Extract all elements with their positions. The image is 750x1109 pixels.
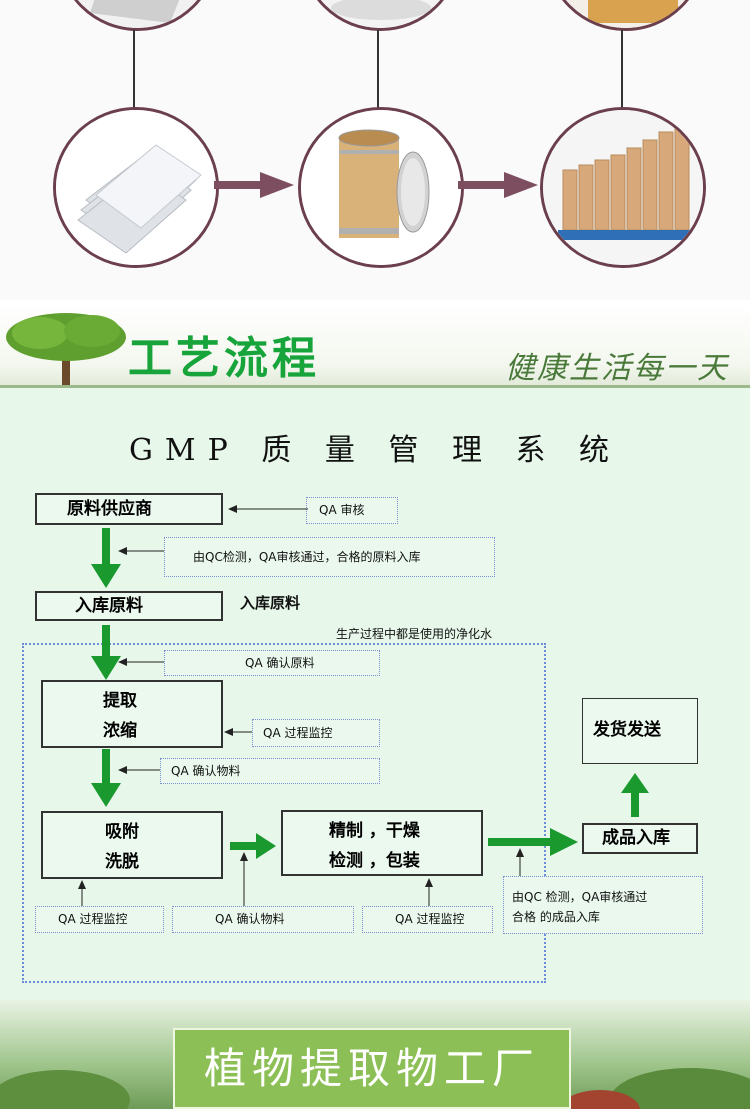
factory-title-box: 植物提取物工厂 [173, 1028, 571, 1109]
raw-storage-label: 入库原料 [75, 596, 143, 616]
test-package-label: 检测 ，包装 [329, 851, 420, 871]
connector-line [621, 30, 623, 108]
qa-confirm-material-note-1: QA 确认物料 [160, 758, 380, 784]
extract-concentrate-box: 提取 浓缩 [41, 680, 223, 748]
connector-line [377, 30, 379, 108]
shipping-box: 发货发送 [582, 698, 698, 764]
raw-storage-box: 入库原料 [35, 591, 223, 621]
down-flow-arrow-icon [91, 625, 121, 680]
fiber-drum-circle [298, 107, 464, 268]
connector-line [133, 30, 135, 108]
packaging-process-section [0, 0, 750, 300]
left-thin-arrow-icon [118, 658, 166, 666]
refine-package-box: 精制 ，干燥 检测 ，包装 [281, 810, 483, 876]
warehouse-circle [540, 107, 706, 268]
qc-inspect-text: 由QC检测，QA审核通过，合格的原料入库 [193, 550, 421, 564]
adsorb-label: 吸附 [105, 822, 139, 842]
qc-product-text-1: 由QC 检测，QA审核通过 [512, 890, 648, 904]
up-thin-arrow-icon [425, 878, 433, 908]
banner-divider [0, 385, 750, 389]
section-title: 工艺流程 [128, 333, 320, 384]
down-flow-arrow-icon [91, 528, 121, 588]
left-thin-arrow-icon [118, 547, 166, 555]
leaves-image [0, 1068, 750, 1109]
storage-side-label: 入库原料 [240, 594, 301, 612]
qa-confirm-raw-text: QA 确认原料 [245, 656, 315, 670]
refine-dry-label: 精制 ，干燥 [329, 821, 420, 841]
up-thin-arrow-icon [240, 852, 248, 908]
raw-supplier-label: 原料供应商 [67, 499, 152, 519]
qa-process-note-3: QA 过程监控 [362, 906, 493, 933]
warehouse-drums-image [543, 110, 703, 265]
qa-process-note-2: QA 过程监控 [35, 906, 164, 933]
qa-review-text: QA 审核 [319, 503, 365, 517]
drum-image [303, 0, 458, 28]
concentrate-label: 浓缩 [103, 721, 137, 741]
raw-supplier-box: 原料供应商 [35, 493, 223, 525]
slogan-text: 健康生活每一天 [505, 351, 729, 386]
section-banner [0, 305, 750, 390]
left-thin-arrow-icon [228, 505, 308, 513]
fiber-drum-image [301, 110, 461, 265]
qc-product-text-2: 合格 的成品入库 [512, 910, 600, 924]
right-flow-arrow-icon [230, 833, 276, 859]
up-flow-arrow-icon [621, 773, 649, 817]
top-circle-photo-1 [57, 0, 218, 31]
elute-label: 洗脱 [105, 852, 139, 872]
qa-process-text-3: QA 过程监控 [395, 912, 465, 926]
pallet-image [548, 0, 703, 28]
extract-label: 提取 [103, 691, 137, 711]
tree-icon [6, 313, 126, 385]
factory-title: 植物提取物工厂 [203, 1044, 540, 1093]
qc-inspect-note: 由QC检测，QA审核通过，合格的原料入库 [164, 537, 495, 577]
purified-water-region [22, 643, 546, 983]
foil-bag-image [60, 0, 215, 28]
top-circle-photo-2 [300, 0, 461, 31]
right-arrow-icon [214, 172, 294, 198]
qa-confirm-material-text-1: QA 确认物料 [171, 764, 241, 778]
foil-bag-circle [53, 107, 219, 268]
down-flow-arrow-icon [91, 749, 121, 807]
qa-review-note: QA 审核 [306, 497, 398, 524]
right-arrow-icon [458, 172, 538, 198]
qa-confirm-material-note-2: QA 确认物料 [172, 906, 354, 933]
qa-confirm-material-text-2: QA 确认物料 [215, 912, 285, 926]
qa-process-text-2: QA 过程监控 [58, 912, 128, 926]
left-thin-arrow-icon [224, 728, 254, 736]
product-storage-box: 成品入库 [582, 823, 698, 854]
left-thin-arrow-icon [118, 766, 162, 774]
qa-confirm-raw-note: QA 确认原料 [164, 650, 380, 676]
qa-process-text-1: QA 过程监控 [263, 726, 333, 740]
product-storage-label: 成品入库 [602, 828, 670, 848]
shipping-label: 发货发送 [593, 720, 661, 740]
purified-water-note: 生产过程中都是使用的净化水 [336, 627, 493, 641]
qc-product-note: 由QC 检测，QA审核通过 合格 的成品入库 [503, 876, 703, 934]
foil-bags-image [56, 110, 216, 265]
diagram-title: GMP 质 量 管 理 系 统 [128, 433, 622, 468]
right-flow-arrow-icon [488, 828, 578, 856]
adsorb-elute-box: 吸附 洗脱 [41, 811, 223, 879]
up-thin-arrow-icon [516, 848, 524, 876]
top-circle-photo-3 [545, 0, 706, 31]
qa-process-note-1: QA 过程监控 [252, 719, 380, 747]
